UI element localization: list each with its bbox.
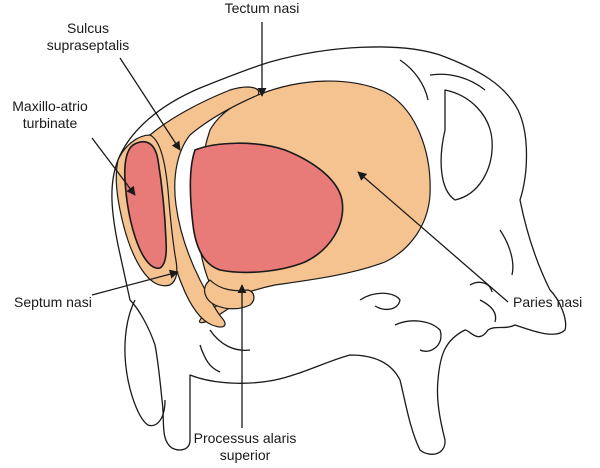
label-tectum-nasi: Tectum nasi (224, 0, 300, 16)
label-septum-nasi: Septum nasi (14, 294, 92, 310)
cavity-regions (123, 141, 344, 274)
label-processus-alaris-superior: Processus alaris superior (180, 430, 310, 464)
sulcus-supraseptalis-leader (119, 57, 181, 151)
leader-lines (91, 22, 509, 428)
maxillo-atrio-cavity (123, 141, 168, 269)
label-sulcus-line1: Sulcus (66, 20, 110, 36)
label-processus-line2: superior (219, 447, 271, 463)
label-processus-line1: Processus alaris (193, 430, 297, 446)
label-sulcus-line2: supraseptalis (46, 37, 130, 53)
paries-nasi-leader (357, 171, 509, 303)
label-paries-nasi: Paries nasi (513, 294, 583, 310)
maxillo-atrio-leader (91, 137, 136, 196)
lateral-cavity (189, 142, 344, 274)
label-sulcus-supraseptalis: Sulcus supraseptalis (28, 20, 148, 54)
septum-nasi-leader (91, 269, 179, 296)
label-maxillo-atrio-turbinate: Maxillo-atrio turbinate (0, 98, 100, 132)
label-maxillo-line2: turbinate (22, 115, 78, 131)
label-maxillo-line1: Maxillo-atrio (12, 98, 88, 114)
